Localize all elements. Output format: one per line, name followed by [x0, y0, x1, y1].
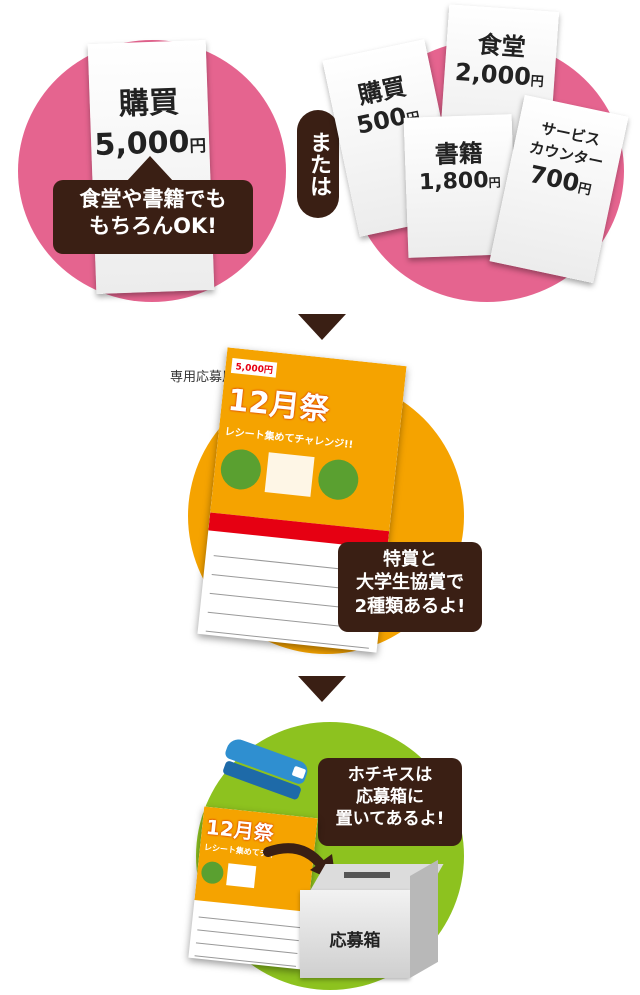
application-box: 応募箱	[300, 859, 444, 978]
bubble-prize-info: 特賞と 大学生協賞で 2種類あるよ!	[338, 542, 482, 632]
down-arrow-2	[298, 676, 346, 702]
receipt-name: 購買	[118, 85, 180, 123]
receipt-amount: 1,800円	[418, 168, 501, 196]
down-arrow-1	[298, 314, 346, 340]
bubble-stapler-info: ホチキスは 応募箱に 置いてあるよ!	[318, 758, 462, 846]
receipt-name: 書籍	[434, 139, 484, 169]
box-label: 応募箱	[329, 931, 381, 951]
bubble-pointer	[126, 156, 174, 182]
bubble-top-left: 食堂や書籍でも もちろんOK!	[53, 180, 253, 254]
or-label: または	[297, 110, 339, 218]
